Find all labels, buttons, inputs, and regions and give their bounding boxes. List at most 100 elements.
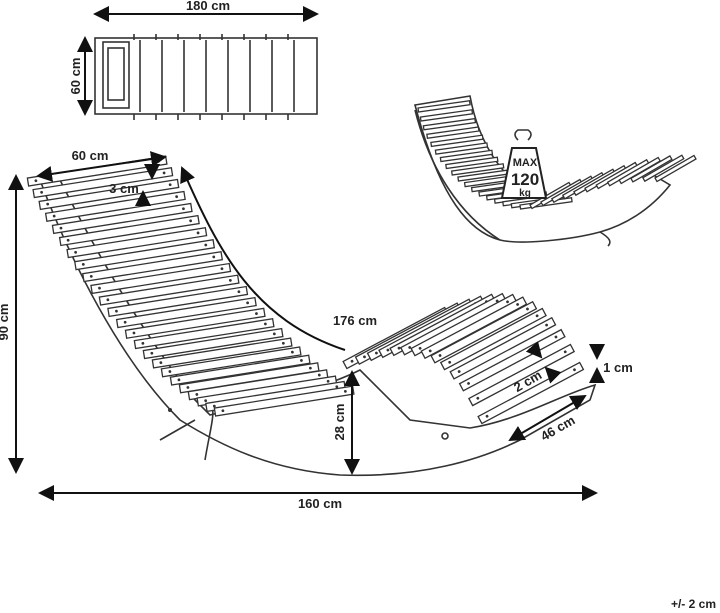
slat-screw (255, 312, 258, 315)
top-view: 180 cm 60 cm (68, 0, 319, 120)
perspective-slat (630, 155, 673, 183)
slat-screw (350, 359, 354, 363)
slat-screw (150, 351, 154, 355)
slat (151, 337, 293, 369)
slat-screw (141, 341, 145, 345)
foot-width-dimension (508, 394, 587, 442)
slat-screw (386, 348, 390, 352)
slat-screw (363, 355, 366, 359)
slat-screw (186, 386, 190, 389)
slat (468, 343, 576, 407)
slat (420, 296, 528, 360)
slat-board (51, 202, 193, 235)
slat-screw (182, 207, 185, 211)
slat-screw (177, 378, 181, 382)
slat-screw (228, 278, 232, 282)
perspective-slat (641, 154, 685, 183)
main-side-view: 60 cm 3 cm 90 cm 176 cm 28 cm 46 cm 2 cm… (0, 148, 633, 511)
slat-screw (418, 346, 422, 350)
slat-screw (300, 359, 303, 362)
slat-screw (168, 370, 172, 373)
perspective-slat (434, 142, 489, 155)
slat (124, 307, 266, 339)
main-slats (26, 155, 585, 425)
slat-screw (204, 243, 208, 247)
slat-screw (467, 382, 470, 385)
slat-board (90, 262, 232, 295)
weight-max-label: MAX (513, 157, 538, 169)
slat-board (151, 337, 293, 369)
top-length-label: 180 cm (186, 0, 230, 13)
slat-board (142, 327, 284, 360)
slat (439, 307, 547, 371)
slat-board (169, 354, 311, 386)
slat-screw (272, 332, 276, 336)
slat (115, 296, 257, 329)
slat (66, 226, 208, 259)
slat-screw (516, 303, 520, 306)
slat-screw (563, 350, 567, 354)
tolerance-note: +/- 2 cm (671, 597, 716, 611)
weight-value-label: 120 (511, 170, 539, 189)
slat-screw (535, 314, 539, 318)
slat-board (430, 300, 538, 364)
slat-screw (495, 299, 499, 303)
slat-board (124, 307, 266, 339)
slat (142, 327, 284, 360)
slat-screw (317, 373, 321, 377)
slat-screw (263, 322, 267, 326)
perspective-slat (439, 149, 494, 163)
slat-board (74, 239, 216, 271)
slat-screw (212, 255, 216, 259)
slat (82, 251, 224, 283)
slat (449, 316, 557, 380)
slat-screw (375, 351, 378, 355)
slat-board (107, 285, 249, 318)
slat-screw (438, 354, 442, 357)
slat-screw (554, 335, 558, 339)
slat-screw (98, 286, 101, 290)
slat-screw (457, 370, 461, 373)
slat (133, 318, 275, 350)
slat-screw (476, 396, 480, 400)
slat-thickness-label: 3 cm (109, 181, 139, 196)
top-width-label: 60 cm (68, 58, 83, 95)
slat-board (420, 296, 528, 360)
slat-screw (46, 202, 50, 206)
perspective-view: MAX 120 kg (414, 95, 697, 247)
slat-board (439, 307, 547, 371)
slat-screw (506, 300, 509, 304)
slat-screw (132, 331, 136, 335)
slat-screw (308, 366, 312, 370)
slat-width-dimension (36, 151, 167, 182)
slat-screw (59, 226, 63, 230)
slat-board (468, 343, 576, 407)
slat-screw (66, 238, 70, 242)
top-view-outline (94, 37, 318, 115)
slat (90, 262, 232, 295)
slat-screw (220, 267, 224, 271)
perspective-slat (419, 109, 474, 122)
slat-screw (175, 195, 179, 199)
slat-screw (545, 323, 548, 327)
slat-board (82, 251, 224, 283)
slat (38, 178, 180, 211)
slat-screw (123, 320, 127, 324)
top-view-slats (133, 34, 295, 120)
slat-screw (195, 393, 199, 396)
slat-board (449, 316, 557, 380)
slat-board (38, 178, 180, 211)
slat-screw (106, 298, 110, 302)
slat-screw (212, 404, 216, 408)
curve-length-dimension (180, 166, 346, 351)
perspective-slat (426, 126, 480, 139)
base-height-label: 28 cm (332, 404, 347, 441)
slat-screw (335, 385, 339, 389)
slat-screw (326, 379, 330, 383)
perspective-slat (422, 117, 477, 131)
weight-icon (500, 129, 548, 199)
slat-board (160, 346, 302, 378)
slat-screw (246, 301, 250, 305)
perspective-slats (417, 100, 697, 210)
slat-screw (428, 349, 432, 353)
